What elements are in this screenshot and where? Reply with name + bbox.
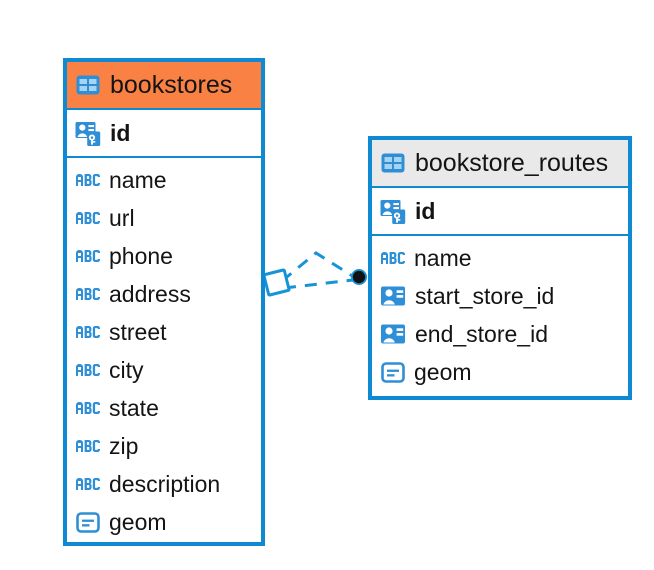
text-abc-icon [75, 211, 101, 225]
field-row-phone[interactable]: phone [67, 237, 261, 275]
diamond-endpoint-icon [262, 268, 291, 297]
field-label: url [109, 204, 135, 231]
foreign-key-icon [380, 285, 407, 307]
geometry-icon [380, 361, 406, 384]
relationship-line-upper [281, 251, 355, 283]
geometry-icon [75, 511, 101, 534]
field-row-description[interactable]: description [67, 465, 261, 503]
field-label: street [109, 318, 167, 345]
field-label: phone [109, 242, 173, 269]
field-row-zip[interactable]: zip [67, 427, 261, 465]
fields-section-bookstore-routes: name start_store_id [372, 236, 628, 395]
entity-header-bookstores: bookstores [67, 62, 261, 108]
field-label: name [109, 166, 167, 193]
field-row-primary-key[interactable]: id [67, 110, 261, 156]
field-row-geom[interactable]: geom [372, 353, 628, 391]
entity-bookstore-routes[interactable]: bookstore_routes [368, 136, 632, 400]
field-row-city[interactable]: city [67, 351, 261, 389]
field-row-start-store-id[interactable]: start_store_id [372, 277, 628, 315]
text-abc-icon [75, 287, 101, 301]
field-row-primary-key[interactable]: id [372, 188, 628, 234]
text-abc-icon [75, 439, 101, 453]
primary-key-section-bookstore-routes: id [372, 186, 628, 236]
field-row-street[interactable]: street [67, 313, 261, 351]
entity-title: bookstore_routes [415, 148, 609, 177]
table-icon [75, 74, 101, 96]
field-label: geom [109, 508, 167, 535]
fields-section-bookstores: name url [67, 158, 261, 545]
field-label: state [109, 394, 159, 421]
text-abc-icon [75, 325, 101, 339]
text-abc-icon [75, 477, 101, 491]
field-row-state[interactable]: state [67, 389, 261, 427]
field-label: description [109, 470, 221, 497]
entity-bookstores[interactable]: bookstores [63, 58, 265, 546]
primary-key-icon [75, 120, 102, 147]
field-label: end_store_id [415, 320, 548, 347]
text-abc-icon [75, 401, 101, 415]
field-label: start_store_id [415, 282, 555, 309]
field-row-name[interactable]: name [372, 239, 628, 277]
entity-title: bookstores [110, 70, 233, 99]
field-row-name[interactable]: name [67, 161, 261, 199]
text-abc-icon [75, 173, 101, 187]
primary-key-icon [380, 198, 407, 225]
text-abc-icon [75, 363, 101, 377]
field-label: city [109, 356, 144, 383]
field-label: geom [414, 358, 472, 385]
field-row-end-store-id[interactable]: end_store_id [372, 315, 628, 353]
primary-key-section-bookstores: id [67, 108, 261, 158]
field-label: address [109, 280, 191, 307]
field-label: name [414, 244, 472, 271]
relationship-line-lower [283, 278, 354, 290]
field-label: id [415, 197, 436, 224]
text-abc-icon [75, 249, 101, 263]
field-row-geom[interactable]: geom [67, 503, 261, 541]
field-row-url[interactable]: url [67, 199, 261, 237]
field-row-address[interactable]: address [67, 275, 261, 313]
filled-circle-endpoint-icon [351, 269, 367, 285]
field-label: id [110, 119, 131, 146]
table-icon [380, 152, 406, 174]
field-label: zip [109, 432, 139, 459]
entity-header-bookstore-routes: bookstore_routes [372, 140, 628, 186]
foreign-key-icon [380, 323, 407, 345]
text-abc-icon [380, 251, 406, 265]
